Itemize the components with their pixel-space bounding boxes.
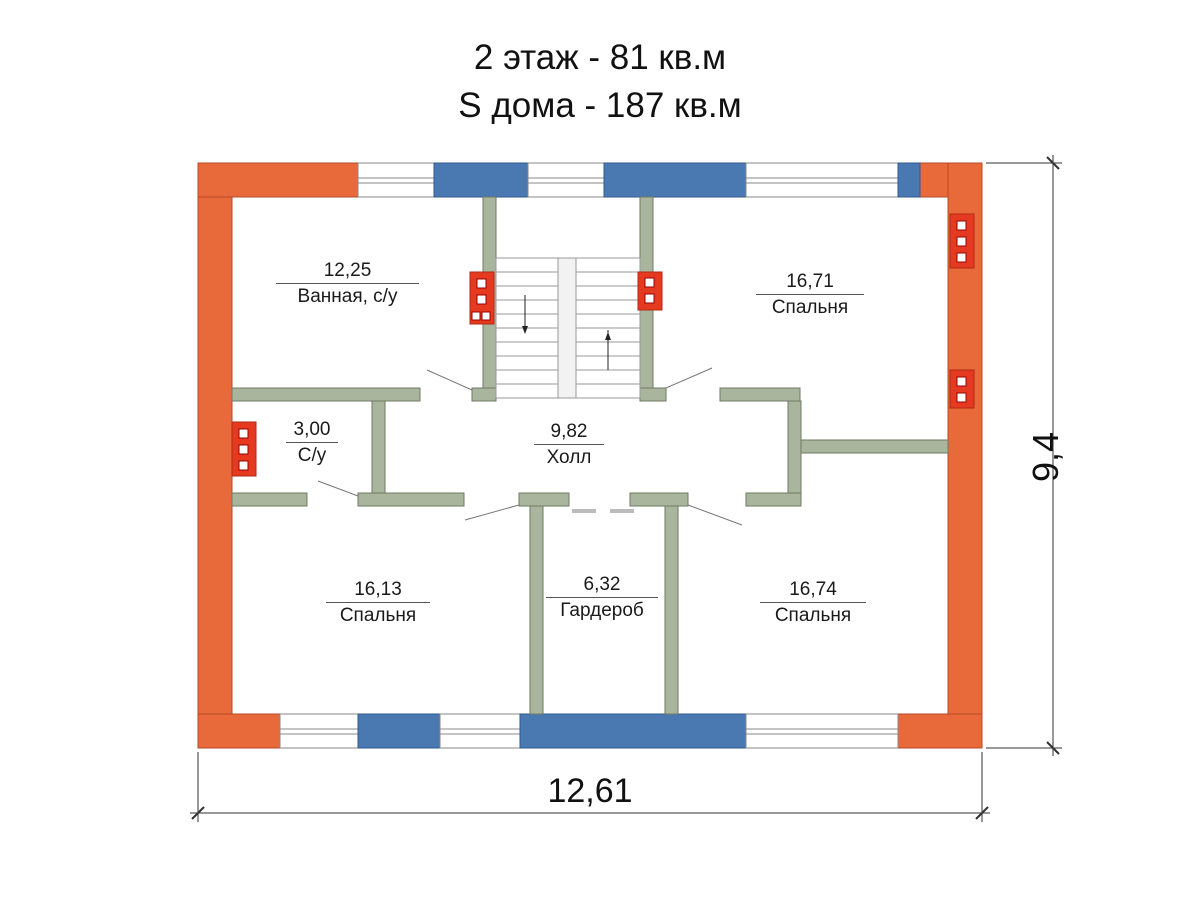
room-area: 3,00 [286,418,338,443]
vent-block [949,213,975,269]
room-area: 12,25 [276,259,419,284]
room-area: 9,82 [534,420,604,445]
vent-blocks [231,213,975,477]
room-label-bedroom-se: 16,74 Спальня [760,578,866,627]
room-name: Спальня [774,605,852,626]
width-dimension: 12,61 [547,772,633,810]
room-area: 16,74 [760,578,866,603]
staircase [495,257,641,399]
room-name: Спальня [339,605,417,626]
vent-block [469,271,495,325]
room-name: Холл [546,447,592,468]
bottom-windows [279,713,899,749]
floor-area-title: 2 этаж - 81 кв.м [473,38,727,77]
room-name: Спальня [771,297,849,318]
vent-block [231,421,257,477]
room-label-bedroom-sw: 16,13 Спальня [326,578,430,627]
room-label-hall: 9,82 Холл [534,420,604,469]
room-area: 16,13 [326,578,430,603]
room-label-bedroom-ne: 16,71 Спальня [756,270,864,319]
room-name: Гардероб [560,600,644,621]
house-area-title: S дома - 187 кв.м [458,86,742,125]
room-label-bathroom: 12,25 Ванная, с/у [276,259,419,308]
room-label-wc: 3,00 С/у [286,418,338,467]
door-swings [317,367,743,526]
vent-block [637,271,663,311]
vent-block [949,369,975,409]
room-label-wardrobe: 6,32 Гардероб [546,573,658,622]
room-name: Ванная, с/у [297,286,398,307]
room-area: 16,71 [756,270,864,295]
height-dimension: 9,4 [1025,431,1066,483]
dimension-lines [190,155,1062,822]
room-area: 6,32 [546,573,658,598]
top-windows [357,162,921,198]
interior-walls [231,196,949,715]
room-name: С/у [297,445,327,466]
